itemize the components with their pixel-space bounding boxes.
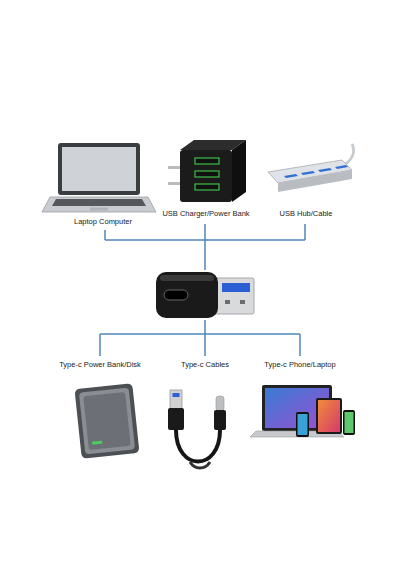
connector-wires <box>100 224 305 356</box>
devices-icon <box>250 385 355 437</box>
power-bank-icon <box>75 383 140 459</box>
power-bank-panel <box>83 392 130 450</box>
connector-housing <box>168 408 184 430</box>
usb-a-plug <box>212 278 254 314</box>
laptop-lid <box>58 143 140 195</box>
device-label: Type-c Cables <box>181 360 229 369</box>
wire <box>100 320 300 356</box>
usb-a-connector <box>170 390 182 410</box>
usb-hub-icon <box>268 144 354 192</box>
laptop-keyboard <box>52 199 146 206</box>
device-label-box: Type-c Cables <box>179 359 231 370</box>
type-c-connector <box>216 396 224 411</box>
device-label: USB Charger/Power Bank <box>162 209 249 218</box>
laptop-icon <box>42 143 156 212</box>
device-label: Type-c Phone/Laptop <box>264 360 335 369</box>
plug-hole <box>240 300 245 304</box>
usb-port <box>318 168 332 172</box>
laptop-trackpad <box>90 208 108 211</box>
connector-housing <box>214 410 226 430</box>
device-label-box: USB Hub/Cable <box>278 208 335 219</box>
cable <box>190 462 210 468</box>
adapter-body <box>156 272 218 318</box>
usb-port <box>195 184 219 190</box>
device-label-box: Type-c Phone/Laptop <box>262 359 337 370</box>
usb-port <box>335 165 348 169</box>
tablet-screen <box>318 400 340 432</box>
device-label: Laptop Computer <box>74 217 132 226</box>
wire <box>105 224 305 270</box>
device-label: Type-c Power Bank/Disk <box>59 360 141 369</box>
type-c-cable-icon <box>168 390 226 468</box>
power-bank-body <box>75 383 140 459</box>
cable <box>176 430 220 462</box>
device-label: USB Hub/Cable <box>280 209 333 218</box>
phone-screen <box>345 412 354 433</box>
device-label-box: USB Charger/Power Bank <box>160 208 251 219</box>
phone <box>343 410 355 435</box>
plug-hole <box>225 300 230 304</box>
charger-side <box>232 140 246 202</box>
usb-port <box>195 158 219 164</box>
usb-adapter-icon <box>156 272 254 318</box>
charger-body <box>180 150 232 202</box>
device-label-box: Type-c Power Bank/Disk <box>57 359 143 370</box>
plug-pin <box>168 166 182 169</box>
plug-pin <box>168 182 182 185</box>
plug-tongue <box>222 283 250 292</box>
laptop-screen <box>62 147 136 191</box>
usb-port <box>195 171 219 177</box>
adapter-highlight <box>160 275 214 281</box>
usb-port <box>301 171 315 175</box>
device-label-box: Laptop Computer <box>72 216 134 227</box>
charger-icon <box>168 140 246 202</box>
power-bank-face <box>79 388 135 455</box>
laptop-base <box>42 197 156 212</box>
led-light <box>92 441 102 445</box>
hub-front <box>278 170 352 192</box>
type-c-port <box>164 290 188 300</box>
tablet <box>316 398 342 434</box>
phone-screen <box>298 414 308 435</box>
usb-a-tongue <box>173 393 180 397</box>
phone <box>296 412 309 437</box>
usb-port <box>284 174 298 178</box>
